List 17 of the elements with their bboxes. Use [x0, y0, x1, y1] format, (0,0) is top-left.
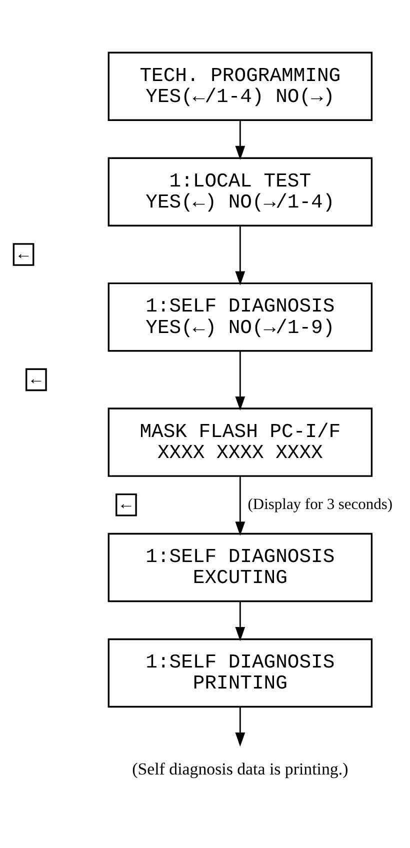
- node-box: 1:SELF DIAGNOSIS PRINTING: [108, 638, 373, 708]
- arrow: [235, 226, 246, 286]
- node-text: (Self diagnosis data is printing.): [132, 759, 348, 778]
- node-box: MASK FLASH PC-I/F XXXX XXXX XXXX: [108, 408, 373, 477]
- arrow: [235, 351, 246, 411]
- node-box: 1:SELF DIAGNOSIS YES(←) NO(→/1-9): [108, 282, 373, 352]
- node-box: ←: [12, 243, 34, 266]
- node-box: TECH. PROGRAMMING YES(←/1-4) NO(→): [108, 52, 373, 121]
- arrow: [235, 706, 246, 747]
- arrow: [235, 120, 246, 160]
- arrow: [235, 476, 246, 536]
- node-box: ←: [26, 368, 47, 392]
- edge-label: (Display for 3 seconds): [248, 496, 393, 513]
- node-box: 1:LOCAL TEST YES(←) NO(→/1-4): [108, 157, 373, 226]
- node-box: 1:SELF DIAGNOSIS EXCUTING: [108, 532, 373, 602]
- arrow: [235, 601, 246, 642]
- node-box: ←: [116, 493, 137, 516]
